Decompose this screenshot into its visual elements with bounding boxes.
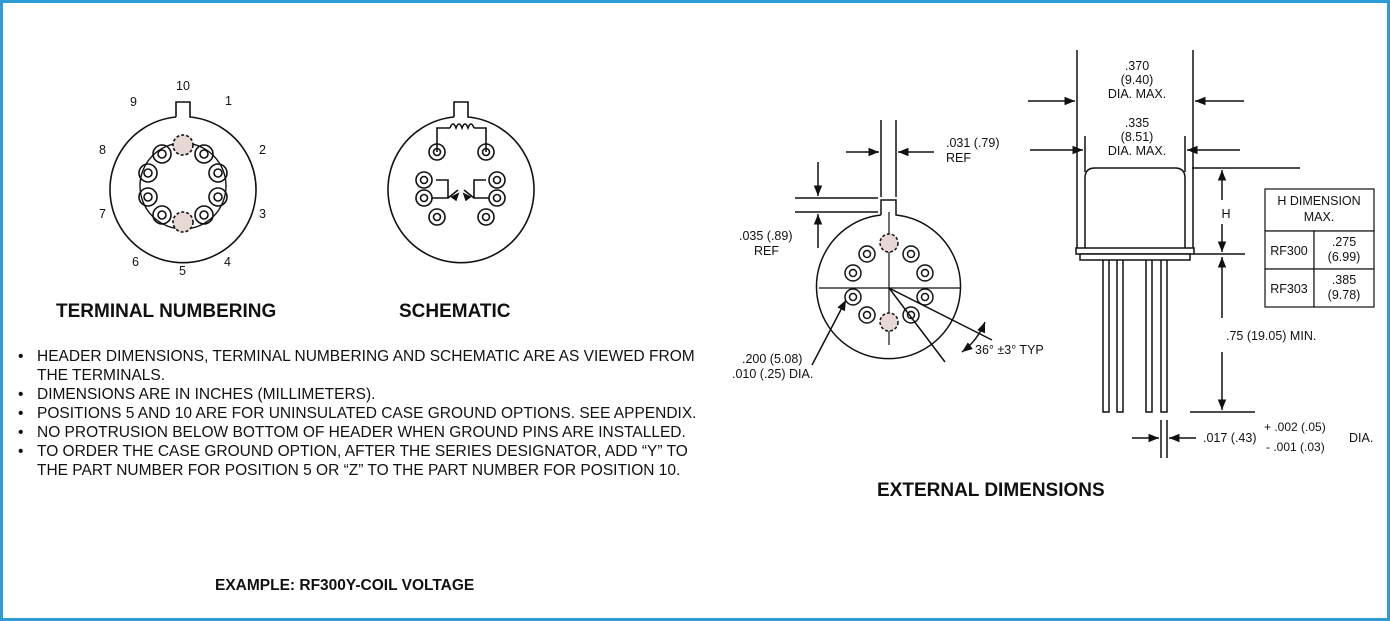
- relay-can: [1084, 167, 1186, 248]
- schematic-diagram: [387, 101, 535, 264]
- svg-text:+ .002 (.05): + .002 (.05): [1264, 420, 1326, 434]
- dim-75-label: .75 (19.05) MIN.: [1226, 329, 1316, 343]
- terminal-label-1: 1: [225, 94, 232, 108]
- side-view-drawing: [1028, 50, 1300, 458]
- h-table-value-rf300-mm: (6.99): [1328, 250, 1361, 264]
- terminal-label-3: 3: [259, 207, 266, 221]
- terminal-numbering-title: TERMINAL NUMBERING: [56, 301, 276, 322]
- terminal-label-9: 9: [130, 95, 137, 109]
- dim-200-line1: .200 (5.08): [742, 352, 802, 366]
- terminal-label-4: 4: [224, 255, 231, 269]
- svg-text:.017 (.43): .017 (.43): [1203, 431, 1257, 445]
- terminal-label-8: 8: [99, 143, 106, 157]
- bottom-view-drawing: [795, 120, 993, 366]
- note-item: TO ORDER THE CASE GROUND OPTION, AFTER T…: [16, 442, 716, 480]
- angle-label: 36° ±3° TYP: [975, 343, 1044, 357]
- h-table-model-rf300: RF300: [1270, 244, 1308, 258]
- dim-335-line1: .335: [1125, 116, 1149, 130]
- dim-370-line3: DIA. MAX.: [1108, 87, 1166, 101]
- side-view-labels: .370 (9.40) DIA. MAX. .335 (8.51) DIA. M…: [1108, 59, 1231, 221]
- terminal-numbering-diagram: [109, 101, 257, 264]
- terminal-label-10: 10: [176, 79, 190, 93]
- notes-list: HEADER DIMENSIONS, TERMINAL NUMBERING AN…: [16, 347, 716, 480]
- terminal-label-5: 5: [179, 264, 186, 278]
- bottom-view-labels: .031 (.79) REF .035 (.89) REF .200 (5.08…: [732, 136, 1044, 381]
- order-example: EXAMPLE: RF300Y-COIL VOLTAGE: [215, 577, 475, 594]
- note-item: HEADER DIMENSIONS, TERMINAL NUMBERING AN…: [16, 347, 716, 385]
- note-item: POSITIONS 5 AND 10 ARE FOR UNINSULATED C…: [16, 404, 716, 423]
- contact-switch-right: [463, 179, 489, 199]
- terminal-number-labels: 10 1 9 2 8 3 7 4 5 6: [99, 79, 266, 278]
- h-table-value-rf300: .275: [1332, 235, 1356, 249]
- relay-pins: [1102, 260, 1168, 413]
- dim-035-value: .035 (.89): [739, 229, 793, 243]
- schematic-title: SCHEMATIC: [399, 301, 511, 322]
- external-dimensions-title: EXTERNAL DIMENSIONS: [877, 480, 1105, 501]
- svg-text:- .001 (.03): - .001 (.03): [1266, 440, 1325, 454]
- dim-335-line2: (8.51): [1121, 130, 1154, 144]
- terminal-label-2: 2: [259, 143, 266, 157]
- h-table-value-rf303: .385: [1332, 273, 1356, 287]
- h-dimension-label: H: [1221, 207, 1230, 221]
- dim-335-line3: DIA. MAX.: [1108, 144, 1166, 158]
- note-item: NO PROTRUSION BELOW BOTTOM OF HEADER WHE…: [16, 423, 716, 442]
- note-item: DIMENSIONS ARE IN INCHES (MILLIMETERS).: [16, 385, 716, 404]
- svg-text:DIA.: DIA.: [1349, 431, 1373, 445]
- terminal-pins: [138, 144, 228, 225]
- dim-370-line2: (9.40): [1121, 73, 1154, 87]
- h-table-value-rf303-mm: (9.78): [1328, 288, 1361, 302]
- h-table-model-rf303: RF303: [1270, 282, 1308, 296]
- dim-200-line2: .010 (.25) DIA.: [732, 367, 813, 381]
- h-table-header-line2: MAX.: [1304, 210, 1335, 224]
- dim-017-label: .017 (.43) + .002 (.05) - .001 (.03) DIA…: [1203, 420, 1373, 454]
- ground-pin-10: [172, 134, 194, 156]
- dim-370-line1: .370: [1125, 59, 1149, 73]
- ground-pin-5: [172, 211, 194, 233]
- dim-031-note: REF: [946, 151, 971, 165]
- relay-header: [1075, 247, 1195, 255]
- terminal-label-6: 6: [132, 255, 139, 269]
- dim-031-value: .031 (.79): [946, 136, 1000, 150]
- contact-switch-left: [432, 179, 459, 199]
- h-dimension-table: H DIMENSION MAX. RF300 .275 (6.99) RF303…: [1264, 188, 1375, 308]
- terminal-label-7: 7: [99, 207, 106, 221]
- dim-035-note: REF: [754, 244, 779, 258]
- h-table-header-line1: H DIMENSION: [1277, 194, 1360, 208]
